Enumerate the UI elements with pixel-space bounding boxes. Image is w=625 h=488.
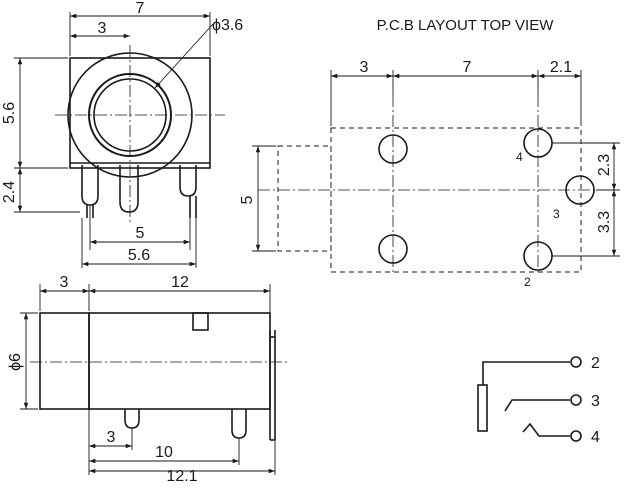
front-body-outline: [69, 57, 211, 169]
pcb-title: P.C.B LAYOUT TOP VIEW: [377, 17, 555, 34]
side-nose-outline: [39, 312, 90, 410]
terminal-3: [570, 394, 582, 406]
side-view: 3 12 ϕ6 3 10 12.1: [7, 274, 290, 485]
pcb-pad-a: [378, 134, 408, 164]
side-body-outline: [88, 312, 271, 410]
side-front-len-label: 3: [60, 274, 69, 291]
pcb-offset-left-label: 3: [360, 59, 369, 76]
front-width-label: 7: [136, 0, 145, 17]
pin-length-label: 2.4: [1, 181, 18, 203]
terminal-4: [570, 430, 582, 442]
front-pin-center: [119, 165, 139, 213]
side-latch: [192, 312, 209, 331]
pin-span-label: 5: [136, 225, 145, 242]
side-diameter-label: ϕ6: [7, 353, 24, 371]
side-pin-left: [124, 409, 140, 429]
pcb-pad-b: [378, 234, 408, 264]
side-body-len-label: 12: [171, 274, 189, 291]
schematic-pin-3-label: 3: [591, 393, 600, 410]
wire-pin-3: [504, 399, 570, 412]
side-pin-right: [231, 409, 247, 439]
wire-pin-2: [482, 361, 570, 385]
pad-3-label: 3: [553, 207, 560, 221]
jack-sleeve: [477, 384, 488, 432]
pcb-pad-3: [565, 175, 595, 205]
side-pin-pitch-label: 10: [155, 444, 173, 461]
pcb-offset-right-label: 2.1: [550, 59, 572, 76]
pad-2-label: 2: [524, 275, 531, 289]
pcb-nose-outline: [277, 145, 332, 252]
front-pin-right: [179, 165, 197, 197]
side-total-len-label: 12.1: [166, 468, 197, 485]
hole-diameter-label: ϕ3.6: [212, 17, 243, 34]
front-pin-left: [81, 165, 99, 206]
pcb-vert-upper-label: 2.3: [596, 154, 613, 176]
schematic-pin-4-label: 4: [591, 429, 600, 446]
pcb-vert-lower-label: 3.3: [596, 211, 613, 233]
pcb-layout: P.C.B LAYOUT TOP VIEW 4 3 2 3 7 2.1 5: [239, 17, 620, 289]
front-offset-label: 3: [98, 20, 107, 37]
pcb-height-label: 5: [239, 195, 256, 204]
schematic-symbol: 2 3 4: [477, 355, 600, 446]
terminal-2: [570, 356, 582, 368]
wire-pin-4: [522, 422, 570, 437]
side-pin-offset-label: 3: [107, 429, 116, 446]
schematic-pin-2-label: 2: [591, 355, 600, 372]
pcb-pitch-label: 7: [463, 59, 472, 76]
pcb-body-outline: [330, 127, 582, 273]
pad-4-label: 4: [516, 150, 523, 164]
front-height-label: 5.6: [1, 102, 18, 124]
front-view: 7 3 ϕ3.6 5.6 2.4 5 5.6: [1, 0, 243, 268]
outer-span-label: 5.6: [128, 247, 150, 264]
